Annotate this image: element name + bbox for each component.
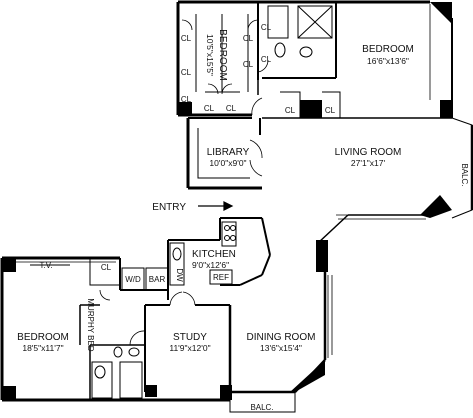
door-swings <box>99 19 269 346</box>
fixture-labels: CL CL CL CL CL CL CL CL CL CL CL CL BALC… <box>39 23 469 412</box>
closet-label: CL <box>181 68 192 77</box>
library-name: LIBRARY <box>207 147 250 158</box>
balcony-label-right: BALC. <box>460 163 469 186</box>
refrigerator-label: REF <box>213 273 229 282</box>
bedroom-bottom-name: BEDROOM <box>17 332 69 343</box>
closet-label: CL <box>101 263 112 272</box>
closet-label: CL <box>243 60 254 69</box>
library-dims: 10'0"x9'0" <box>209 158 246 168</box>
closet-label: CL <box>325 106 336 115</box>
study-name: STUDY <box>173 332 207 343</box>
closet-label: CL <box>261 23 272 32</box>
closet-label: CL <box>181 34 192 43</box>
kitchen-dims: 9'0"x12'6" <box>192 260 229 270</box>
closet-label: CL <box>226 104 237 113</box>
closet-label: CL <box>243 34 254 43</box>
structural-columns <box>2 2 452 400</box>
bedroom-bottom-dims: 18'5"x11'7" <box>22 343 63 353</box>
bedroom-left-dims: 10'5"x15'5" <box>205 34 215 76</box>
bedroom-top-dims: 16'6"x13'6" <box>367 56 409 66</box>
murphy-bed-label: MURPHY BED <box>86 298 95 351</box>
kitchen-name: KITCHEN <box>192 249 236 260</box>
closet-label: CL <box>181 95 192 104</box>
dining-room-dims: 13'6"x15'4" <box>260 343 302 353</box>
closet-label: CL <box>261 55 272 64</box>
balconies <box>229 117 473 413</box>
study-dims: 11'9"x12'0" <box>169 343 210 353</box>
closet-label: CL <box>285 106 296 115</box>
tv-label: T.V. <box>39 261 52 270</box>
living-room-dims: 27'1"x17' <box>351 158 386 168</box>
bedroom-top-name: BEDROOM <box>362 44 414 55</box>
washer-dryer-label: W/D <box>125 275 141 284</box>
entry-arrow-icon <box>198 201 234 211</box>
closet-details <box>30 5 341 399</box>
entry-label: ENTRY <box>152 202 186 213</box>
balcony-label-bottom: BALC. <box>250 403 273 412</box>
room-labels: BEDROOM 16'6"x13'6" BEDROOM 10'5"x15'5" … <box>17 29 414 353</box>
living-room-name: LIVING ROOM <box>335 147 402 158</box>
bar-label: BAR <box>149 275 166 284</box>
closet-label: CL <box>204 104 215 113</box>
dining-room-name: DINING ROOM <box>247 332 316 343</box>
bedroom-left-name: BEDROOM <box>217 29 228 81</box>
windows <box>16 4 431 358</box>
dishwasher-label: DW <box>175 268 184 282</box>
